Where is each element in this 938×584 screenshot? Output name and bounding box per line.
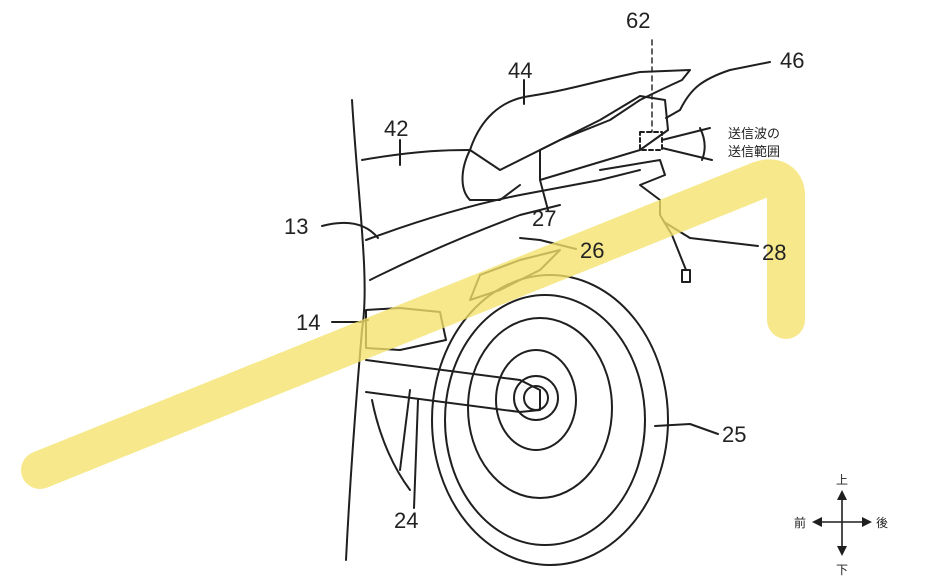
upper-frame	[365, 169, 641, 241]
swingarm-strut	[399, 389, 411, 471]
label-14: 14	[296, 310, 320, 335]
compass-heads	[812, 490, 872, 556]
body-line-42	[361, 149, 471, 161]
label-28: 28	[762, 240, 786, 265]
direction-compass: 上 下 前 後	[794, 473, 888, 577]
lower-frame	[369, 204, 561, 281]
swingarm	[365, 359, 541, 413]
arrow-down-icon	[837, 546, 847, 556]
leader-25	[654, 423, 719, 435]
label-25: 25	[722, 422, 746, 447]
leader-46	[665, 61, 771, 119]
range-arc	[699, 127, 706, 161]
compass-front: 前	[794, 515, 806, 530]
arrow-left-icon	[812, 517, 822, 527]
part-labels: 62 44 46 42 13 27 26 28 14 25 24	[284, 8, 804, 533]
axle-plate	[513, 375, 559, 421]
tail-tip	[681, 269, 691, 283]
compass-arrows	[816, 494, 868, 552]
rear-tire-inner	[444, 294, 646, 546]
highlight-arrow	[21, 159, 805, 489]
compass-down: 下	[836, 563, 848, 577]
label-27: 27	[532, 206, 556, 231]
rear-rim	[467, 317, 613, 499]
leader-24	[413, 399, 419, 509]
arrow-up-icon	[837, 490, 847, 500]
antenna-box	[639, 131, 663, 151]
side-cover	[461, 149, 521, 201]
rear-hub	[495, 349, 577, 451]
axle	[523, 385, 549, 411]
annotation-line2: 送信範囲	[728, 145, 780, 160]
compass-labels: 上 下 前 後	[794, 473, 888, 577]
compass-rear: 後	[876, 516, 888, 530]
compass-up: 上	[836, 473, 848, 487]
leader-27	[539, 179, 549, 211]
label-46: 46	[780, 48, 804, 73]
label-44: 44	[508, 58, 532, 83]
leader-13	[321, 221, 379, 239]
range-annotation: 送信波の 送信範囲	[728, 127, 780, 160]
label-62: 62	[626, 8, 650, 33]
rear-cowl	[539, 95, 669, 181]
label-13: 13	[284, 214, 308, 239]
annotation-line1: 送信波の	[728, 127, 780, 142]
label-42: 42	[384, 116, 408, 141]
label-26: 26	[580, 238, 604, 263]
label-24: 24	[394, 508, 418, 533]
chain-guard	[371, 399, 411, 491]
arrow-right-icon	[862, 517, 872, 527]
